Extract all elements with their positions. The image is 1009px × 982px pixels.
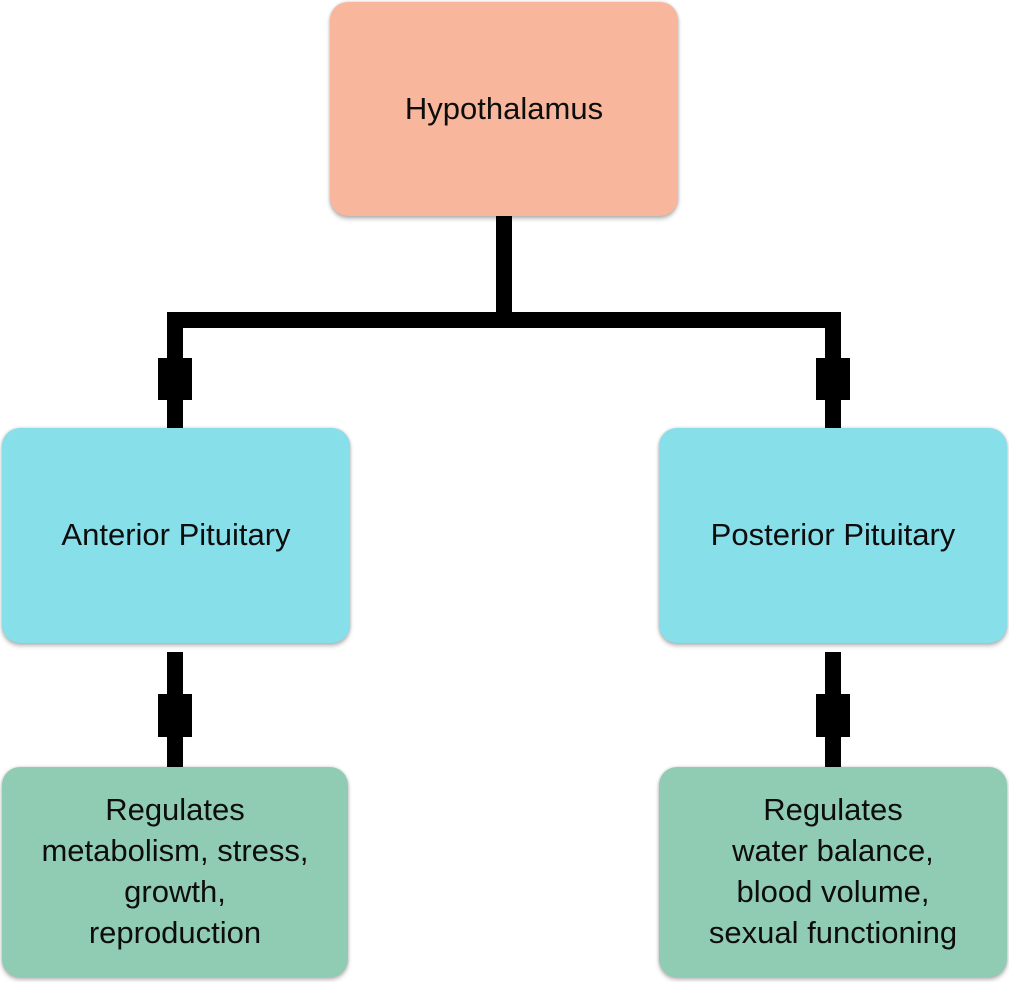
node-anterior-pituitary: Anterior Pituitary xyxy=(2,428,350,643)
arrow-to-posterior-function xyxy=(816,652,850,767)
node-posterior-pituitary-label: Posterior Pituitary xyxy=(710,517,956,553)
node-hypothalamus-label: Hypothalamus xyxy=(404,90,604,126)
node-anterior-pituitary-label: Anterior Pituitary xyxy=(61,517,291,553)
node-hypothalamus: Hypothalamus xyxy=(330,2,678,216)
node-posterior-function: Regulates water balance, blood volume, s… xyxy=(659,767,1007,977)
node-posterior-pituitary: Posterior Pituitary xyxy=(659,428,1007,643)
node-anterior-function-label: Regulates metabolism, stress, growth, re… xyxy=(41,792,309,950)
arrow-to-posterior-pituitary xyxy=(816,312,850,428)
node-anterior-function: Regulates metabolism, stress, growth, re… xyxy=(2,767,348,977)
connector-branch-bar xyxy=(167,312,841,328)
arrow-to-anterior-function xyxy=(158,652,192,767)
connector-stem xyxy=(496,216,512,320)
node-posterior-function-label: Regulates water balance, blood volume, s… xyxy=(708,792,958,950)
arrow-to-anterior-pituitary xyxy=(158,312,192,428)
